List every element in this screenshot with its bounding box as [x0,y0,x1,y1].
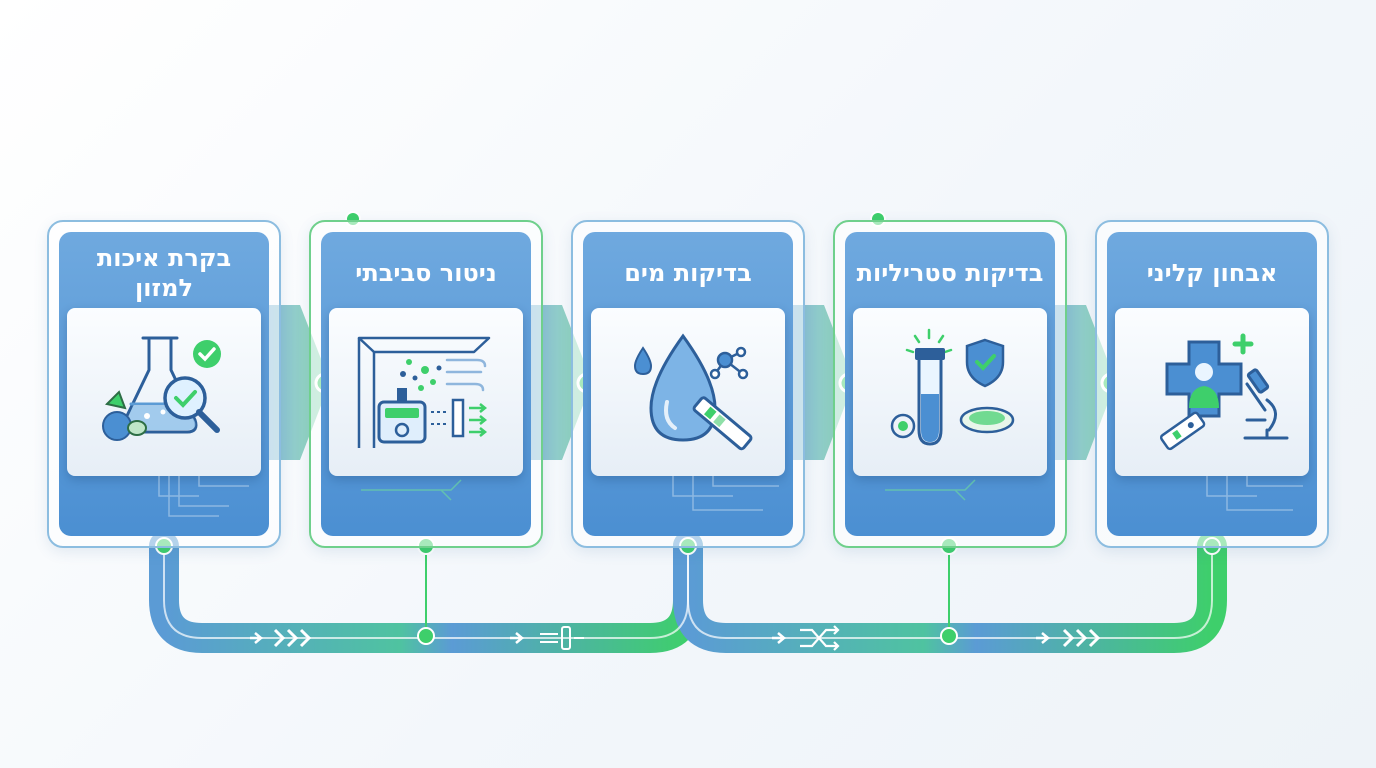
medical-cross-icon [1165,340,1243,418]
flask-magnifier-food-icon [102,336,221,441]
bacteria-icon [890,413,916,439]
step-card-food-qc: בקרת איכות למזון [47,220,281,548]
test-strip-icon [692,396,753,451]
icon-panel [1115,308,1309,476]
filter-icon [540,626,584,650]
medical-cross-microscope-icon [1159,333,1289,451]
water-drop-test-strip-icon [633,333,753,451]
icon-panel [591,308,785,476]
step-card-water: בדיקות מים [571,220,805,548]
circuit-decoration [1206,476,1303,511]
magnifier-icon [163,376,220,433]
petri-dish-icon [959,406,1015,434]
circuit-decoration [885,479,976,501]
bottom-flow-pipes [149,531,1227,653]
sampler-device-icon [377,388,427,444]
step-title: בדיקות מים [624,259,752,287]
step-card-inner: בדיקות מים [583,232,793,536]
triple-chevron-icon [273,628,1101,648]
step-card-environmental: ניטור סביבתי [309,220,543,548]
icon-panel [67,308,261,476]
circuit-decoration [158,476,249,517]
icon-panel [329,308,523,476]
step-card-sterility: בדיקות סטריליות [833,220,1067,548]
step-title: בדיקות סטריליות [856,259,1044,287]
step-card-inner: ניטור סביבתי [321,232,531,536]
food-icon [102,390,147,441]
circuit-decoration [672,476,779,511]
shield-check-icon [965,338,1005,388]
pipe-arrows [250,632,1050,644]
air-sampler-filter-icon [357,336,491,448]
shuffle-icon [800,625,840,651]
step-card-inner: בקרת איכות למזון [59,232,269,536]
filter-panel-icon [431,398,488,438]
icon-panel [853,308,1047,476]
test-tube-icon [915,348,945,446]
test-card-icon [1159,411,1206,451]
test-tube-shield-petri-icon [890,328,1015,446]
checkmark-badge-icon [193,340,221,368]
step-card-clinical: אבחון קליני [1095,220,1329,548]
molecule-icon [709,346,749,380]
microscope-icon [1243,368,1289,440]
step-title: אבחון קליני [1146,259,1278,287]
step-title: בקרת איכות למזון [96,244,232,302]
step-card-inner: אבחון קליני [1107,232,1317,536]
circuit-decoration [361,479,462,501]
step-title: ניטור סביבתי [355,259,497,287]
step-card-inner: בדיקות סטריליות [845,232,1055,536]
